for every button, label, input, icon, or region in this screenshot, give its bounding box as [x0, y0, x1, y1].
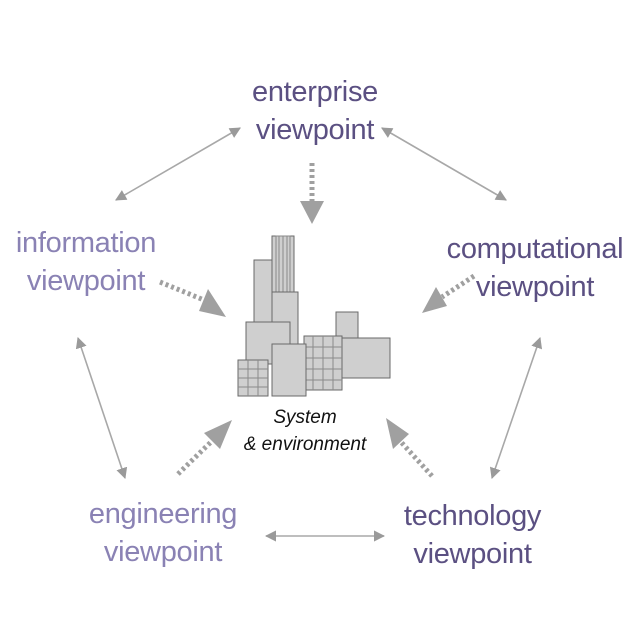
- technology-viewpoint-label: technology viewpoint: [385, 497, 560, 573]
- environment-label: & environment: [243, 434, 367, 455]
- connector-information-engineering: [75, 336, 128, 480]
- dotted-arrow-icon: [386, 418, 434, 478]
- system-label: System: [273, 407, 337, 428]
- information-viewpoint-label: information viewpoint: [0, 224, 172, 300]
- dotted-arrow-icon: [176, 420, 232, 476]
- viewpoint-name: enterprise: [252, 76, 378, 108]
- dotted-arrow-icon: [300, 163, 324, 224]
- viewpoint-suffix: viewpoint: [413, 538, 532, 570]
- viewpoint-name: information: [15, 227, 157, 259]
- connector-enterprise-information: [115, 127, 241, 201]
- engineering-viewpoint-label: engineering viewpoint: [73, 495, 253, 571]
- connector-computational-technology: [489, 336, 543, 480]
- viewpoint-suffix: viewpoint: [475, 271, 595, 303]
- system-environment-label: System & environment: [220, 404, 390, 458]
- enterprise-viewpoint-label: enterprise viewpoint: [210, 73, 420, 149]
- dotted-arrows: [159, 163, 476, 478]
- viewpoint-suffix: viewpoint: [26, 265, 146, 297]
- computational-viewpoint-label: computational viewpoint: [430, 230, 640, 306]
- connector-enterprise-computational: [381, 127, 507, 201]
- viewpoint-name: engineering: [88, 498, 238, 530]
- viewpoint-name: computational: [446, 233, 624, 265]
- dotted-arrow-icon: [422, 273, 476, 313]
- viewpoint-suffix: viewpoint: [103, 536, 223, 568]
- system-buildings-icon: [237, 235, 391, 397]
- dotted-arrow-icon: [159, 279, 226, 317]
- viewpoint-suffix: viewpoint: [255, 114, 375, 146]
- viewpoint-connectors: [75, 127, 543, 542]
- viewpoint-name: technology: [403, 500, 542, 532]
